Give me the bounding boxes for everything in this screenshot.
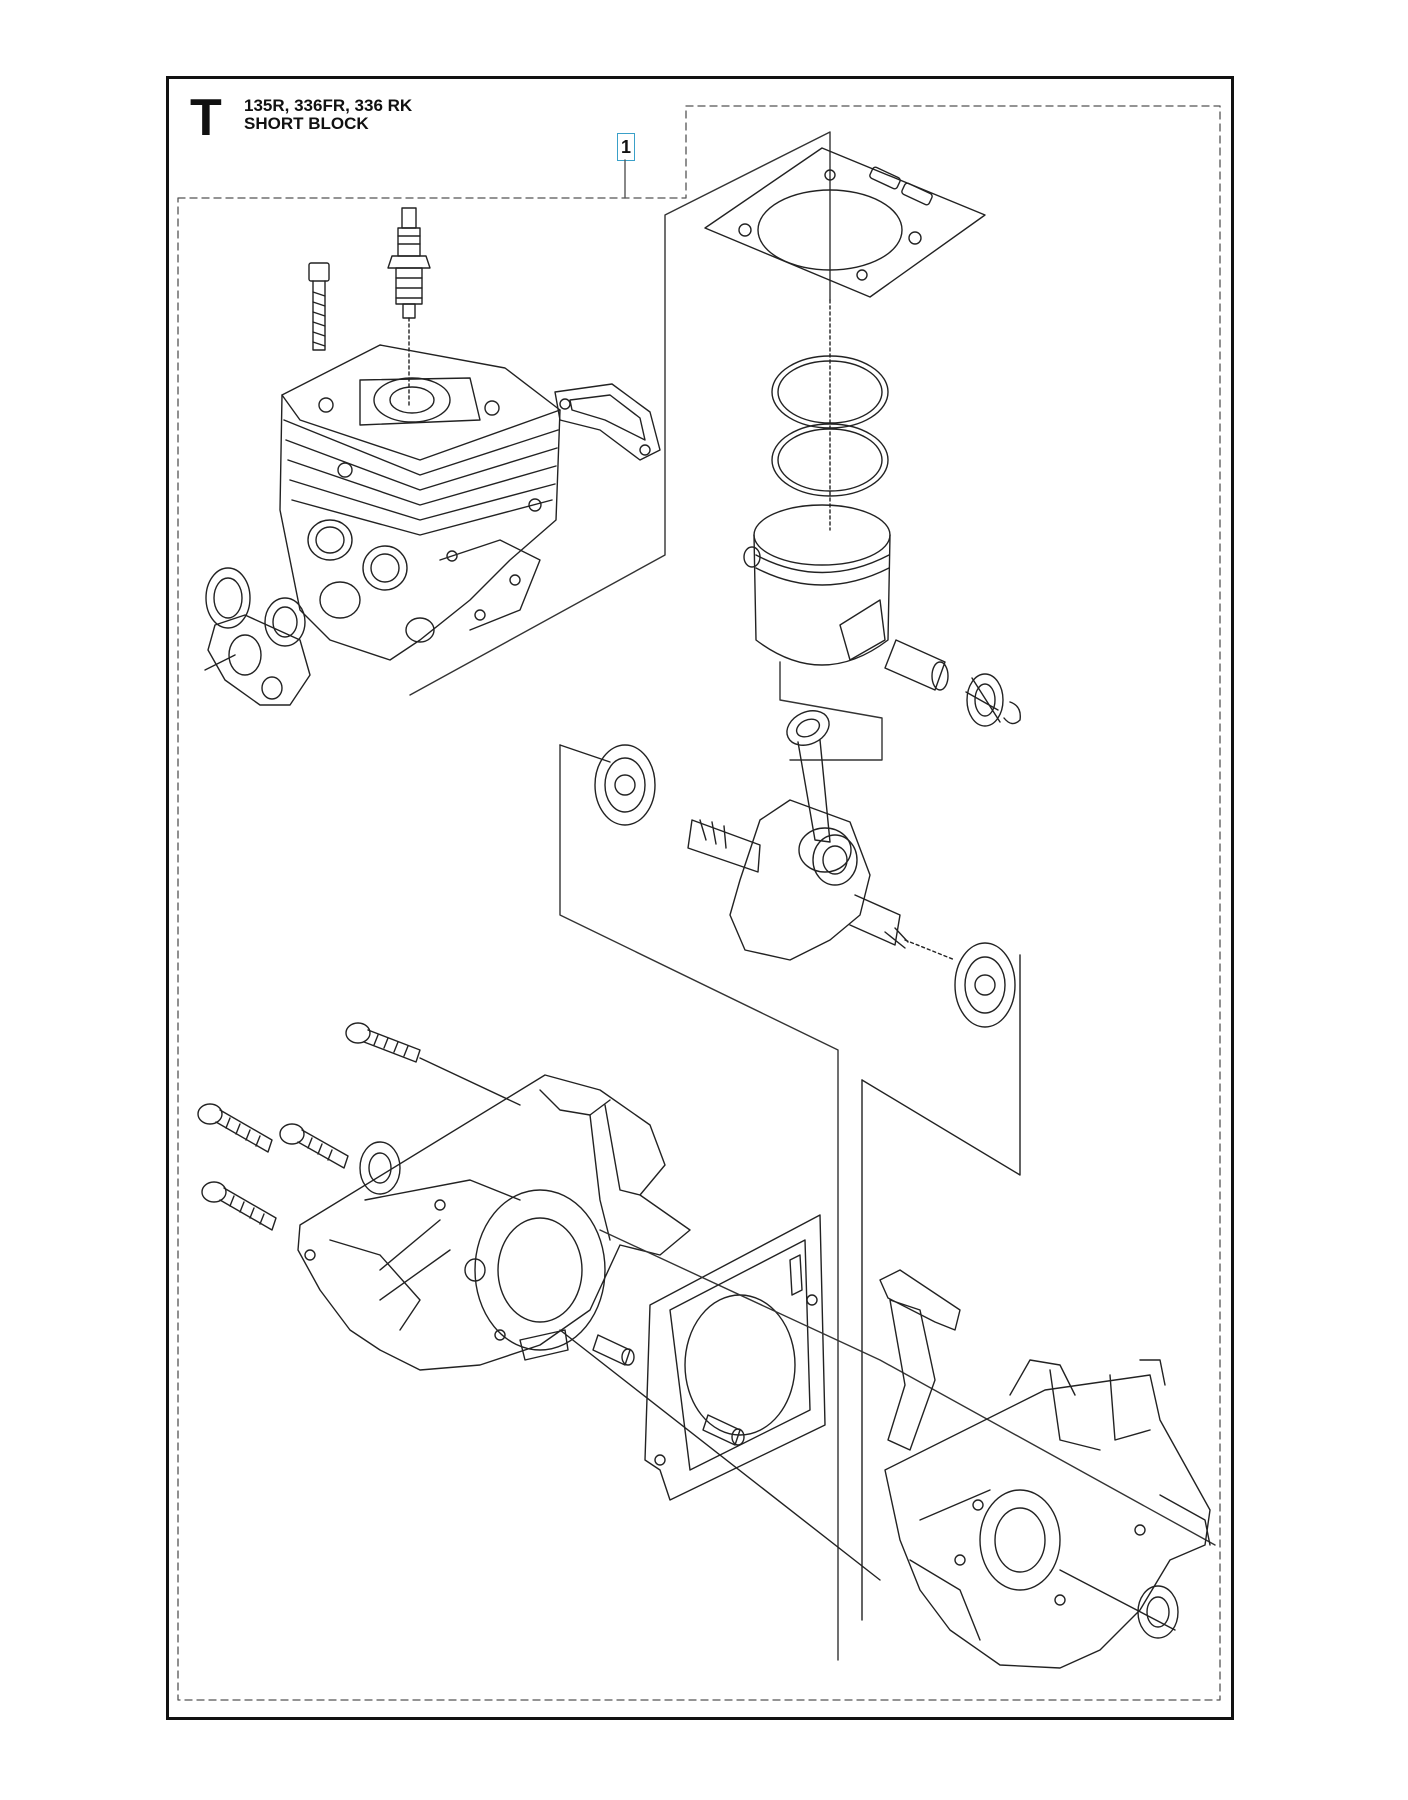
spark-plug [387,207,431,406]
kit-boundary [177,105,1221,1701]
cylinder-base-gasket [704,147,986,531]
cylinder [279,344,561,661]
crankcase-screws [197,1022,521,1231]
dowel-pins [592,1334,745,1446]
crankcase-left [297,1074,691,1371]
wrist-pin-bearing-circlip [884,639,1021,727]
crankshaft [687,799,956,961]
connecting-rod [786,710,852,873]
cylinder-bolt [308,262,330,351]
assembly-name: SHORT BLOCK [244,114,369,133]
piston [743,504,891,666]
crankcase-seal-right [1059,1569,1179,1639]
section-letter: T [190,89,222,147]
crankcase-gasket [644,1214,826,1501]
crankcase-seal-left [359,1141,401,1195]
title-block: 135R, 336FR, 336 RK SHORT BLOCK [244,97,412,133]
callout-1[interactable]: 1 [617,133,635,161]
main-bearings [594,744,1016,1028]
impulse-tube [879,1269,961,1451]
piston-rings [771,355,889,497]
exhaust-gasket [554,383,661,461]
diagram-frame [166,76,1234,1720]
crankcase-right [884,1359,1211,1669]
model-list: 135R, 336FR, 336 RK [244,96,413,115]
intake-flange [204,567,311,706]
